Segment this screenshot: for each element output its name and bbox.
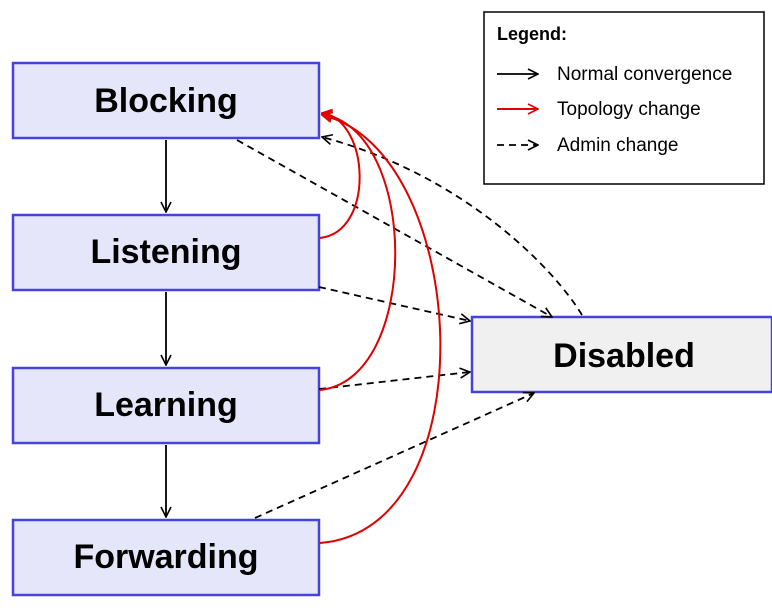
state-forwarding-label: Forwarding xyxy=(73,538,258,576)
topology-transitions xyxy=(319,113,442,544)
state-blocking-label: Blocking xyxy=(94,82,238,120)
state-learning: Learning xyxy=(11,366,321,445)
state-listening-label: Listening xyxy=(90,233,241,271)
legend-box xyxy=(483,11,765,185)
edge-listening-to-blocking xyxy=(319,113,361,239)
state-disabled-label: Disabled xyxy=(553,337,695,375)
state-listening: Listening xyxy=(11,213,321,292)
edge-listening-to-disabled xyxy=(318,286,470,321)
edge-forwarding-to-blocking xyxy=(319,115,442,544)
legend-topology-label: Topology change xyxy=(557,99,701,120)
edge-learning-to-disabled xyxy=(318,372,470,390)
state-disabled: Disabled xyxy=(470,315,772,394)
state-blocking: Blocking xyxy=(11,61,321,140)
state-forwarding: Forwarding xyxy=(11,518,321,597)
legend-title: Legend: xyxy=(497,24,567,44)
edge-disabled-to-blocking xyxy=(322,137,583,316)
state-learning-label: Learning xyxy=(94,386,238,424)
edge-forwarding-to-disabled xyxy=(254,393,534,519)
legend-normal-label: Normal convergence xyxy=(557,64,732,85)
edge-learning-to-blocking xyxy=(319,114,397,391)
legend: Legend: Normal convergence Topology chan… xyxy=(483,11,765,185)
legend-admin-label: Admin change xyxy=(557,135,678,156)
